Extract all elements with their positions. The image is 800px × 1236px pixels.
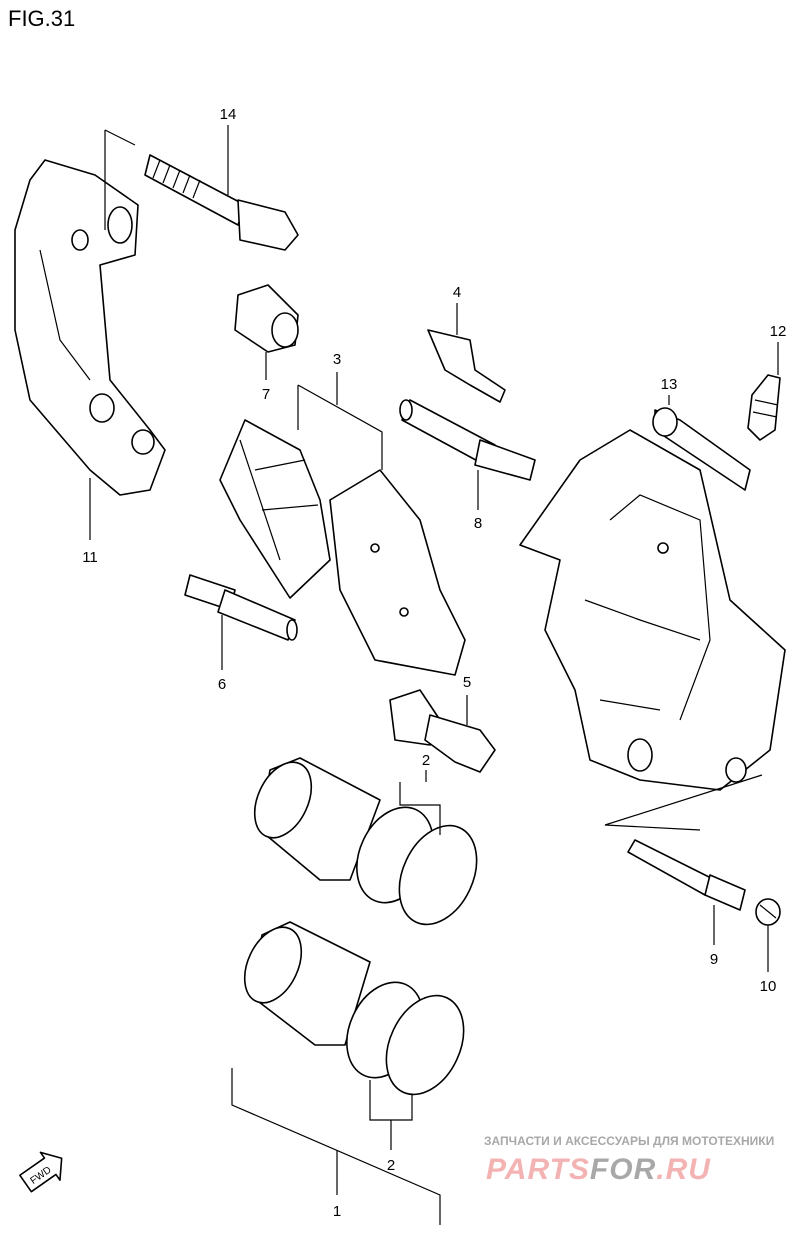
callout-5: 5: [463, 674, 471, 691]
watermark-brand-ru: .RU: [656, 1153, 711, 1186]
callout-7: 7: [262, 386, 270, 403]
part-piston-lower: [231, 921, 465, 1225]
part-9-pin: [627, 839, 746, 945]
part-12-bleeder-valve: [747, 342, 781, 441]
callout-11: 11: [82, 549, 98, 566]
callout-13: 13: [661, 376, 678, 393]
part-4-pad-spring: [427, 303, 506, 403]
part-13-bleeder-cap: [652, 395, 751, 491]
part-8-pin: [399, 399, 536, 510]
callout-12: 12: [770, 323, 787, 340]
part-caliper-body: [519, 429, 786, 831]
watermark-logo: PARTSFOR.RU: [486, 1154, 711, 1186]
callout-4: 4: [453, 284, 461, 301]
callout-10: 10: [760, 978, 777, 995]
part-piston-upper: [253, 757, 478, 926]
watermark-brand-parts: PARTS: [486, 1153, 590, 1186]
part-10-plug: [755, 898, 781, 972]
part-7-boot: [234, 284, 299, 380]
callout-6: 6: [218, 676, 226, 693]
watermark-tagline: ЗАПЧАСТИ И АКСЕССУАРЫ ДЛЯ МОТОТЕХНИКИ: [484, 1134, 775, 1148]
part-14-bolt: [144, 125, 299, 251]
part-3-brake-pads: [219, 372, 466, 676]
callout-3: 3: [333, 351, 341, 368]
watermark-brand-for: FOR: [589, 1153, 657, 1186]
callout-14: 14: [220, 106, 237, 123]
callout-9: 9: [710, 951, 718, 968]
part-11-caliper-bracket: [14, 129, 166, 540]
part-6-pin: [184, 574, 298, 670]
callout-1: 1: [333, 1203, 341, 1220]
callout-8: 8: [474, 515, 482, 532]
figure-title: FIG.31: [8, 6, 76, 31]
part-5-bolt: [389, 689, 496, 773]
fwd-arrow-icon: FWD: [19, 1151, 63, 1193]
callout-labels: 14 4 12 3 13 7 8 11 6 5 2 9 10 2 1: [82, 106, 786, 1220]
callout-2-lower: 2: [387, 1157, 395, 1174]
callout-2-upper: 2: [422, 752, 430, 769]
